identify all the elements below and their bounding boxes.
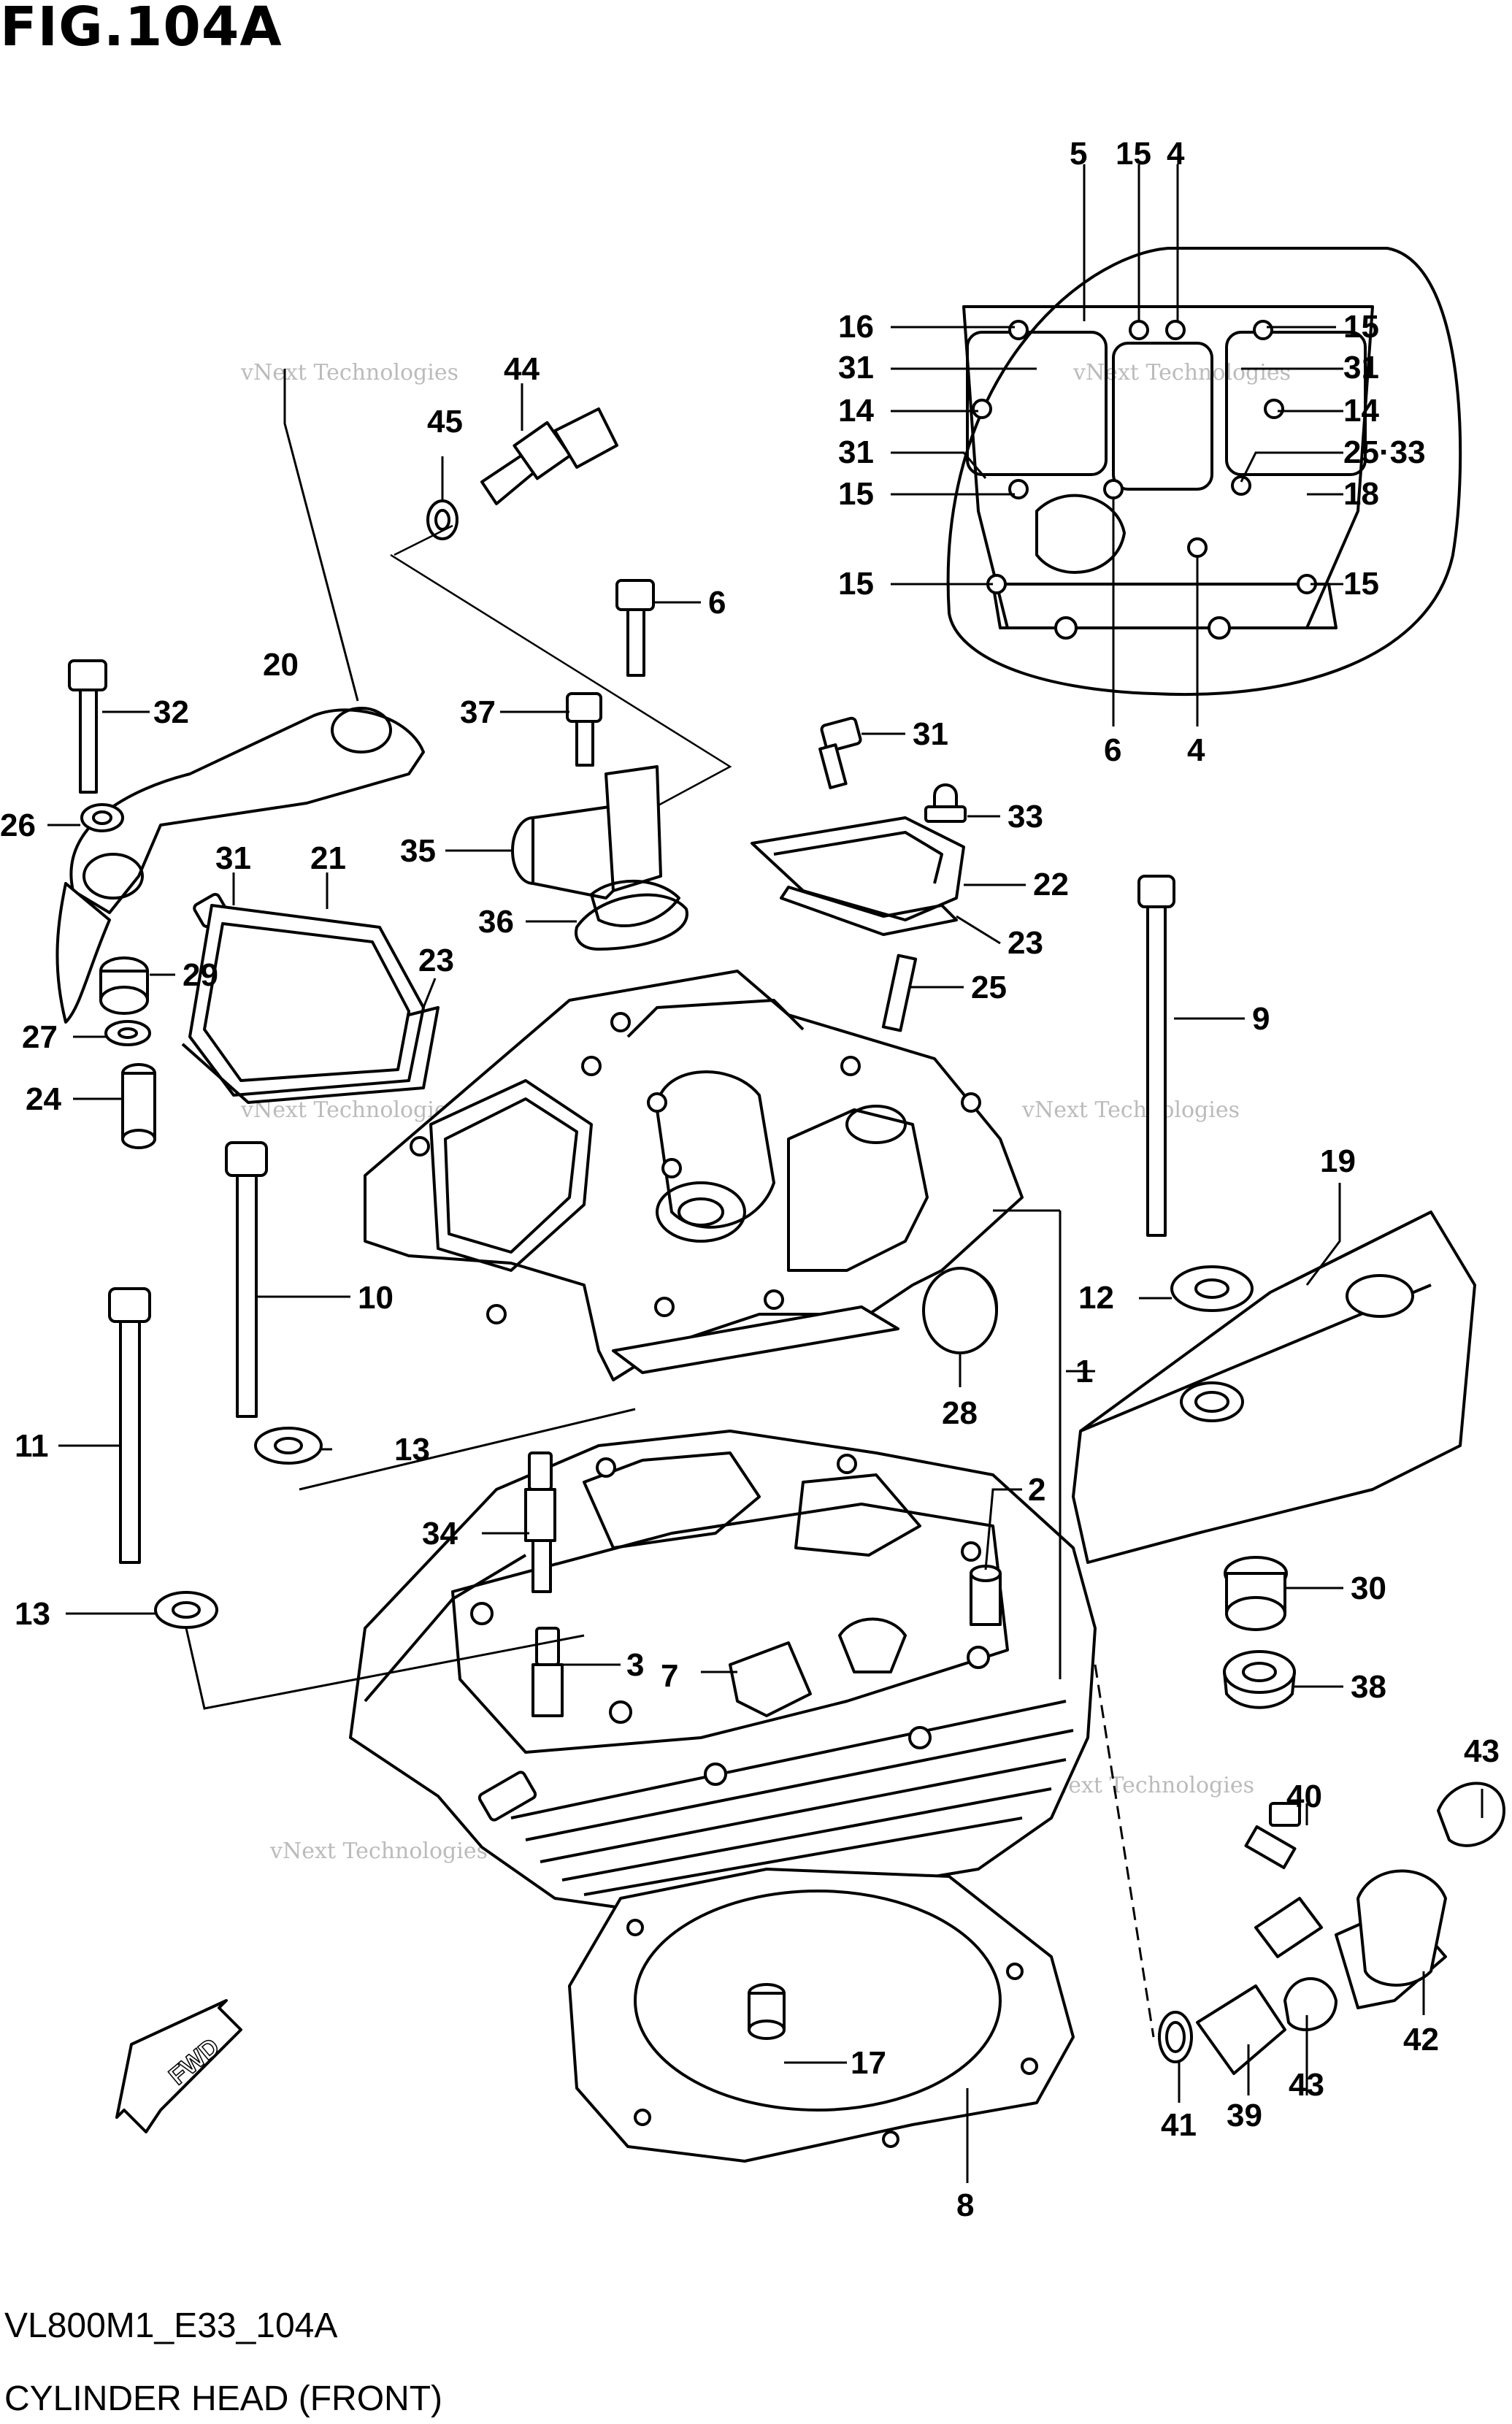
callout-9: 9 <box>1252 1001 1270 1037</box>
callout-6: 6 <box>708 585 726 621</box>
callout-3: 3 <box>626 1647 644 1683</box>
callout-6: 6 <box>1104 732 1121 768</box>
intake-parts <box>1158 1781 1505 2075</box>
callout-31: 31 <box>215 840 251 876</box>
spark-plugs <box>524 1451 564 1717</box>
callout-12: 12 <box>1078 1280 1114 1316</box>
callout-36: 36 <box>478 904 514 940</box>
callout-14: 14 <box>1343 393 1379 429</box>
callout-28: 28 <box>942 1395 978 1431</box>
washers <box>154 1265 1254 1629</box>
callout-39: 39 <box>1227 2098 1262 2133</box>
callout-25-33: 25·33 <box>1343 434 1426 470</box>
callout-14: 14 <box>838 393 874 429</box>
callout-31: 31 <box>838 434 874 470</box>
plug-cap <box>922 1267 998 1354</box>
callout-11: 11 <box>15 1428 49 1464</box>
fwd-arrow: FWD <box>115 1999 242 2133</box>
callout-2: 2 <box>1028 1472 1045 1508</box>
cylinder-head-cover-21 <box>181 904 440 1104</box>
callout-5: 5 <box>1070 136 1087 172</box>
cylinder-head-cover-left <box>55 707 425 1024</box>
callout-13: 13 <box>394 1432 430 1468</box>
callout-25: 25 <box>971 970 1007 1005</box>
callout-31: 31 <box>838 350 874 386</box>
callout-23: 23 <box>418 943 454 978</box>
callout-4: 4 <box>1167 136 1185 172</box>
callout-labels: 5 15 4 16 15 31 31 14 14 31 25·33 15 18 … <box>0 136 1500 2223</box>
figure-title: FIG.104A <box>0 0 283 58</box>
watermark-text: vNext Technologies <box>1072 360 1291 386</box>
watermark-text: vNext Technologies <box>240 1097 458 1123</box>
callout-44: 44 <box>504 351 540 387</box>
callout-43: 43 <box>1289 2067 1324 2103</box>
cylinder-head-cover-22 <box>751 783 967 1032</box>
callout-43: 43 <box>1464 1733 1500 1769</box>
watermark-text: vNext Technologies <box>269 1838 488 1864</box>
temperature-sensor <box>390 407 732 819</box>
callout-32: 32 <box>153 694 189 730</box>
callout-22: 22 <box>1033 867 1069 902</box>
callout-33: 33 <box>1008 799 1043 835</box>
callout-13: 13 <box>15 1596 50 1632</box>
callout-38: 38 <box>1351 1669 1386 1705</box>
grommets <box>1223 1556 1296 1709</box>
callout-20: 20 <box>263 647 299 683</box>
callout-8: 8 <box>956 2187 974 2223</box>
callout-34: 34 <box>422 1516 458 1552</box>
callout-26: 26 <box>0 808 36 843</box>
callout-15: 15 <box>1116 136 1151 172</box>
callout-15: 15 <box>838 566 874 602</box>
callout-41: 41 <box>1161 2107 1197 2143</box>
callout-35: 35 <box>400 833 436 869</box>
callout-24: 24 <box>26 1081 61 1117</box>
long-bolts <box>108 875 1175 1564</box>
callout-7: 7 <box>661 1658 678 1694</box>
callout-23: 23 <box>1008 925 1043 961</box>
valve-cover-inner-view <box>946 247 1462 697</box>
callout-10: 10 <box>358 1280 394 1316</box>
water-outlet <box>511 765 688 951</box>
callout-30: 30 <box>1351 1570 1386 1606</box>
callout-17: 17 <box>851 2045 886 2081</box>
figure-name: CYLINDER HEAD (FRONT) <box>4 2379 443 2418</box>
cylinder-head-upper <box>364 970 1024 1381</box>
callout-15: 15 <box>1343 309 1379 345</box>
callout-27: 27 <box>22 1019 58 1055</box>
callout-29: 29 <box>183 957 218 993</box>
callout-37: 37 <box>460 694 496 730</box>
callout-18: 18 <box>1343 476 1379 512</box>
callout-40: 40 <box>1286 1779 1322 1814</box>
callout-31: 31 <box>1343 350 1379 386</box>
callout-15: 15 <box>838 476 874 512</box>
leader-lines <box>47 164 1484 2183</box>
figure-code: VL800M1_E33_104A <box>4 2306 338 2345</box>
watermark-text: vNext Technologies <box>240 360 458 386</box>
callout-31: 31 <box>913 716 948 752</box>
side-cover-19 <box>1072 1211 1476 1564</box>
callout-15: 15 <box>1343 566 1379 602</box>
callout-19: 19 <box>1320 1143 1356 1179</box>
callout-42: 42 <box>1403 2022 1439 2057</box>
callout-45: 45 <box>427 404 463 440</box>
bolts-upper <box>68 579 862 940</box>
callout-4: 4 <box>1187 732 1205 768</box>
small-left-parts <box>99 956 156 1149</box>
callout-16: 16 <box>838 309 874 345</box>
watermarks: vNext Technologies vNext Technologies vN… <box>240 360 1291 1864</box>
callout-21: 21 <box>310 840 346 876</box>
watermark-text: vNext Technologies <box>1036 1773 1254 1798</box>
watermark-text: vNext Technologies <box>1021 1097 1240 1123</box>
cylinder-head-gasket <box>568 1868 1075 2163</box>
callout-1: 1 <box>1075 1354 1093 1389</box>
